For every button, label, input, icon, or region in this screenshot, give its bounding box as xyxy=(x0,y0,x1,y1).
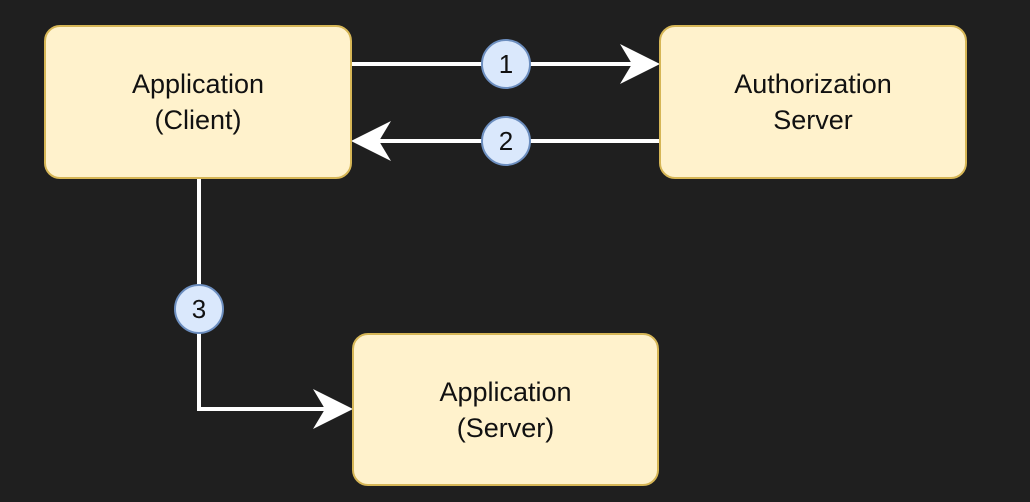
application-client-label-line2: (Client) xyxy=(154,105,242,135)
step-3-badge: 3 xyxy=(174,284,224,334)
application-server-node: Application (Server) xyxy=(352,333,659,486)
application-server-label-line1: Application xyxy=(439,376,572,407)
application-server-label-line2: (Server) xyxy=(456,412,555,443)
authorization-server-label-line2: Server xyxy=(773,105,853,135)
step-1-badge: 1 xyxy=(481,39,531,89)
step-2-badge: 2 xyxy=(481,116,531,166)
application-client-label-line1: Application xyxy=(131,69,265,99)
arrow-client-to-server xyxy=(197,179,353,429)
application-client-node: Application (Client) xyxy=(44,25,352,179)
authorization-server-node: Authorization Server xyxy=(659,25,967,179)
authorization-server-label-line1: Authorization xyxy=(734,69,892,99)
